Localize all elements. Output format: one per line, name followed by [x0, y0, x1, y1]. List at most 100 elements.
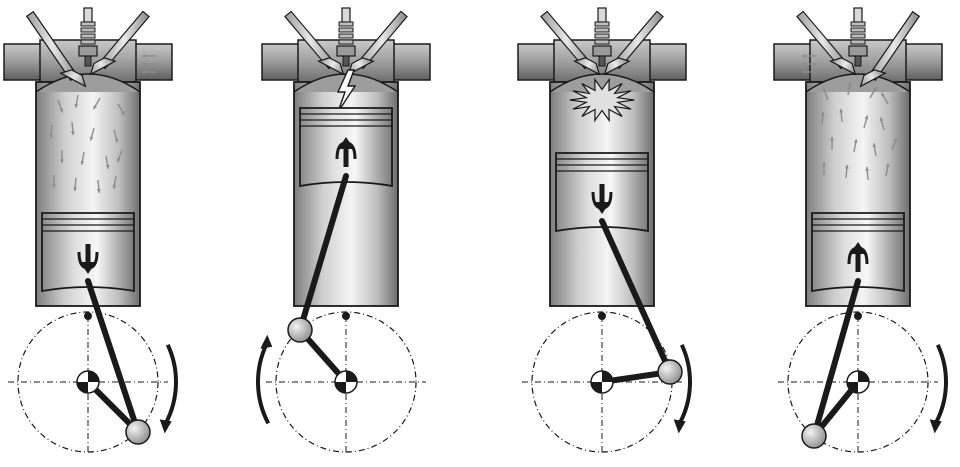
intake-valve-head [573, 57, 601, 76]
crankshaft-center-quadrant [88, 371, 99, 382]
top-dead-center-marker [598, 312, 606, 320]
connecting-rod [599, 218, 673, 375]
combustion-burst-icon [569, 77, 635, 123]
gas-flow-arrowhead [80, 161, 85, 165]
intake-valve-head [829, 57, 857, 76]
gas-flow-arrowhead [830, 137, 834, 141]
spark-plug-hex [336, 45, 356, 57]
spark-plug-rib [594, 33, 610, 39]
spark-plug-hex [78, 45, 98, 57]
spark-plug-rib [80, 21, 96, 27]
spark-plug-rib [850, 33, 866, 39]
crankshaft-center-quadrant [335, 382, 346, 393]
gas-flow-arrowhead [96, 189, 101, 193]
rotation-arrowhead [260, 334, 273, 349]
rotation-clockwise-arrow [163, 343, 178, 425]
crankshaft-center-quadrant [858, 371, 869, 382]
gas-flow-arrowhead [114, 138, 119, 143]
stage-intake [3, 7, 178, 455]
top-dead-center-marker [854, 312, 862, 320]
spark-plug-terminal [853, 7, 863, 23]
spark-plug-rib [850, 27, 866, 33]
connecting-rod [85, 278, 141, 435]
gas-flow-arrowhead [865, 167, 870, 171]
rotation-counterclockwise-arrow [256, 343, 271, 425]
gas-flow-arrowhead [105, 165, 110, 169]
combustion-chamber [805, 73, 911, 93]
gas-flow-arrowhead [70, 131, 75, 135]
gas-flow-arrowhead [820, 112, 825, 116]
exhaust-valve-stem [356, 10, 408, 70]
spark-plug-rib [594, 21, 610, 27]
gas-flow-arrowhead [802, 54, 806, 58]
gas-flow-arrowhead [881, 92, 885, 97]
stage-exhaust [773, 7, 948, 455]
gas-flow-arrowhead [49, 134, 54, 138]
crank-pin [657, 359, 683, 385]
gas-flow-arrowhead [142, 70, 146, 74]
intake-valve-head [59, 69, 87, 88]
spark-plug-rib [594, 27, 610, 33]
spark-plug-rib [850, 21, 866, 27]
exhaust-valve-stem [98, 10, 150, 70]
crank-pin [801, 423, 827, 449]
crankshaft-center-quadrant [77, 382, 88, 393]
gas-flow-arrowhead [822, 87, 827, 92]
exhaust-valve-head [603, 57, 631, 76]
exhaust-valve-head [347, 57, 375, 76]
spark-plug-rib [850, 39, 866, 45]
gas-flow-arrowhead [73, 187, 78, 191]
spark-plug-rib [338, 21, 354, 27]
spark-plug-rib [338, 27, 354, 33]
gas-flow-arrowhead [885, 163, 890, 167]
combustion-chamber [549, 73, 655, 93]
stage-compression [256, 7, 431, 455]
rotation-clockwise-arrow [933, 343, 948, 425]
spark-plug-rib [80, 39, 96, 45]
spark-plug-rib [338, 39, 354, 45]
exhaust-valve-head [859, 69, 887, 88]
connecting-rod [811, 278, 861, 439]
gas-flow-arrowhead [74, 104, 79, 108]
spark-plug-tip [84, 55, 92, 67]
gas-flow-arrowhead [879, 117, 884, 122]
top-dead-center-marker [84, 312, 92, 320]
rotation-arrowhead [159, 419, 172, 434]
arrow-up-icon [338, 137, 354, 149]
crank-pin [287, 317, 313, 343]
spark-plug-tip [342, 55, 350, 67]
crank-pin [125, 419, 151, 445]
spark-plug-hex [848, 45, 868, 57]
crankshaft-center-quadrant [602, 371, 613, 382]
gas-flow-arrowhead [59, 108, 64, 113]
crankshaft-center-quadrant [591, 382, 602, 393]
gas-flow-arrowhead [853, 139, 858, 143]
spark-plug-tip [598, 55, 606, 67]
crankshaft-center-quadrant [847, 382, 858, 393]
spark-plug-rib [80, 33, 96, 39]
spark-plug-rib [594, 39, 610, 45]
exhaust-valve-head [89, 57, 117, 76]
rotation-arrowhead [673, 419, 686, 434]
gas-flow-arrowhead [52, 184, 56, 188]
gas-flow-arrowhead [89, 136, 94, 141]
gas-flow-arrowhead [893, 137, 898, 142]
gas-flow-arrowhead [864, 115, 869, 120]
top-dead-center-marker [342, 312, 350, 320]
stage-power [517, 7, 692, 455]
connecting-rod [297, 173, 349, 333]
spark-plug-rib [338, 33, 354, 39]
gas-flow-arrowhead [802, 70, 806, 74]
spark-lightning-icon [336, 69, 357, 113]
gas-flow-arrowhead [844, 165, 849, 169]
spark-plug-terminal [341, 7, 351, 23]
exhaust-valve-stem [612, 10, 664, 70]
gas-flow-arrowhead [142, 62, 146, 66]
gas-flow-arrowhead [847, 82, 852, 86]
gas-flow-arrowhead [60, 159, 64, 163]
spark-plug-terminal [83, 7, 93, 23]
spark-plug-tip [854, 55, 862, 67]
gas-flow-arrowhead [93, 105, 97, 110]
